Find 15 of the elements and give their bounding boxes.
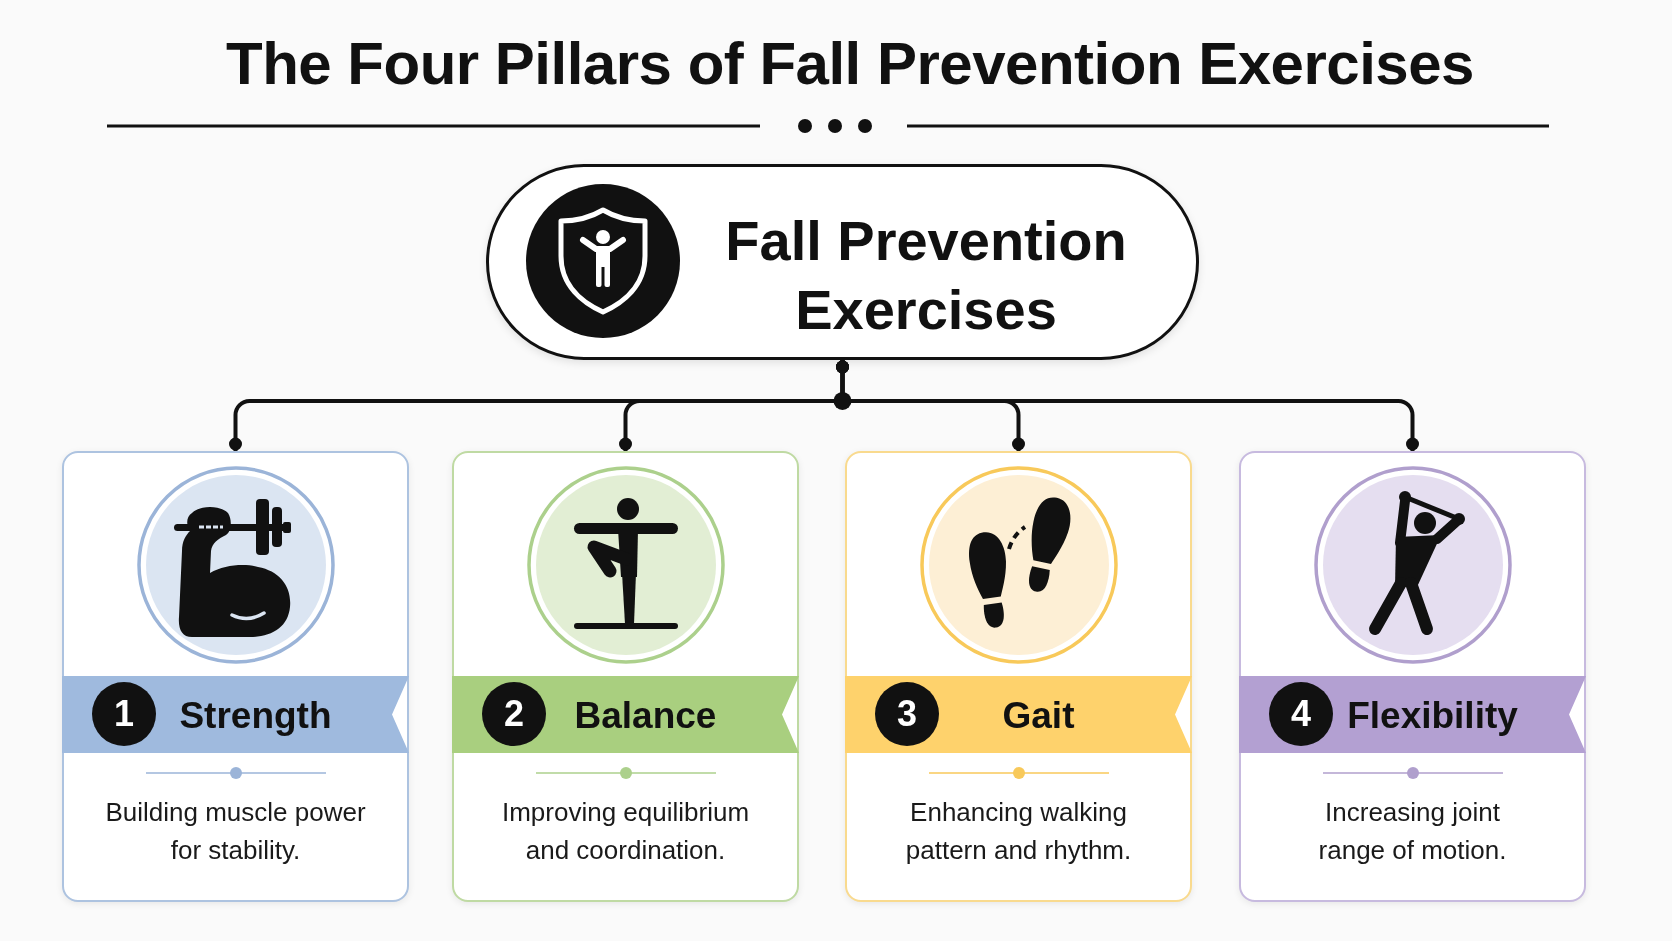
pillar-title: Gait bbox=[1002, 693, 1075, 738]
pillar-card bbox=[1239, 451, 1586, 902]
pillar-title: Flexibility bbox=[1347, 693, 1518, 738]
diagram-title: The Four Pillars of Fall Prevention Exercises bbox=[226, 29, 1474, 99]
pillar-card bbox=[845, 451, 1192, 902]
pillar-description: Enhancing walking pattern and rhythm. bbox=[904, 796, 1133, 867]
topic-title: Fall Prevention Exercises bbox=[724, 208, 1128, 343]
pillar-card bbox=[62, 451, 409, 902]
pillar-title: Strength bbox=[179, 693, 332, 738]
pillar-description: Increasing joint range of motion. bbox=[1317, 796, 1508, 867]
pillar-card bbox=[452, 451, 799, 902]
connector-line bbox=[836, 360, 1419, 451]
pillar-description: Improving equilibrium and coordination. bbox=[500, 796, 751, 867]
pillar-title: Balance bbox=[574, 693, 717, 738]
pillar-description: Building muscle power for stability. bbox=[104, 796, 367, 867]
